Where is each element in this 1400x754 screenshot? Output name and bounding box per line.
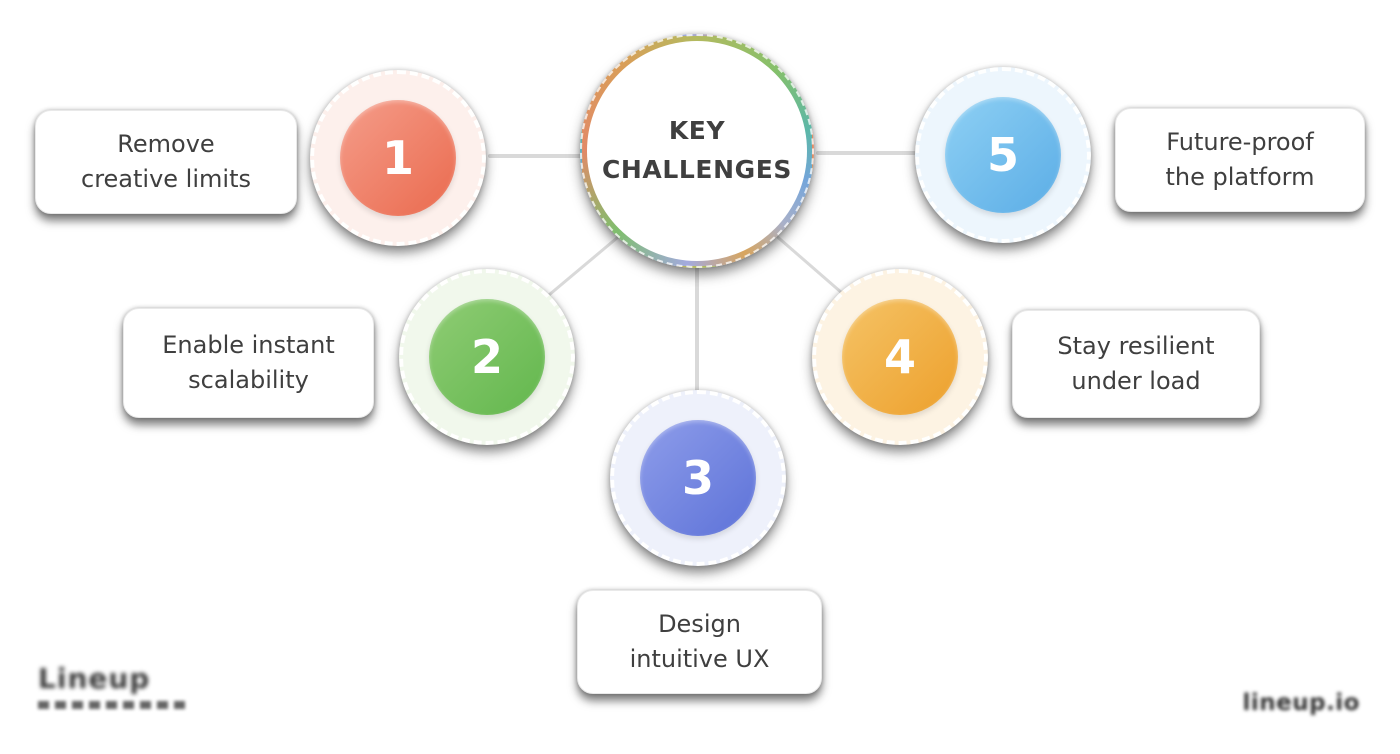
connector-center-node3 [695, 266, 699, 392]
watermark-url: lineup.io [1242, 690, 1360, 716]
node-circle-5: 5 [915, 67, 1091, 243]
node-number-4: 4 [883, 330, 916, 384]
label-box-5: Future-proof the platform [1115, 108, 1365, 212]
label-2-line2: scalability [188, 366, 309, 394]
node-number-2: 2 [470, 330, 503, 384]
label-box-3: Design intuitive UX [577, 590, 822, 694]
node-number-3: 3 [681, 451, 714, 505]
label-1-line2: creative limits [81, 165, 251, 193]
label-4-line1: Stay resilient [1057, 332, 1215, 361]
label-4-line2: under load [1071, 367, 1201, 395]
label-box-1: Remove creative limits [35, 110, 297, 214]
node-circle-2: 2 [399, 269, 575, 445]
node-bubble-5: 5 [945, 97, 1061, 213]
label-3-line1: Design [658, 610, 741, 639]
node-circle-4: 4 [812, 269, 988, 445]
node-bubble-2: 2 [429, 299, 545, 415]
label-2-line1: Enable instant [162, 331, 335, 360]
node-circle-3: 3 [610, 390, 786, 566]
watermark-logo-text: Lineup [38, 662, 151, 695]
node-number-1: 1 [381, 131, 414, 185]
node-bubble-4: 4 [842, 299, 958, 415]
connector-center-node4 [776, 235, 848, 298]
node-number-5: 5 [986, 128, 1019, 182]
label-5-line1: Future-proof [1166, 128, 1314, 157]
label-3-line2: intuitive UX [629, 645, 770, 673]
node-bubble-1: 1 [340, 100, 456, 216]
label-box-4: Stay resilient under load [1012, 310, 1260, 418]
label-5-line2: the platform [1165, 163, 1315, 191]
connector-node2-center [545, 234, 621, 299]
central-title: KEY CHALLENGES [602, 112, 792, 190]
label-box-2: Enable instant scalability [123, 308, 374, 418]
central-title-line1: KEY [668, 116, 726, 146]
connector-center-node5 [816, 151, 916, 155]
node-bubble-3: 3 [640, 420, 756, 536]
node-circle-1: 1 [310, 70, 486, 246]
central-title-line2: CHALLENGES [601, 155, 793, 184]
watermark-logo: Lineup [38, 662, 190, 709]
connector-node1-center [488, 154, 582, 158]
central-circle: KEY CHALLENGES [580, 34, 814, 268]
watermark-logo-tagline [38, 701, 190, 709]
label-1-line1: Remove [117, 130, 215, 159]
central-circle-face: KEY CHALLENGES [587, 41, 807, 261]
